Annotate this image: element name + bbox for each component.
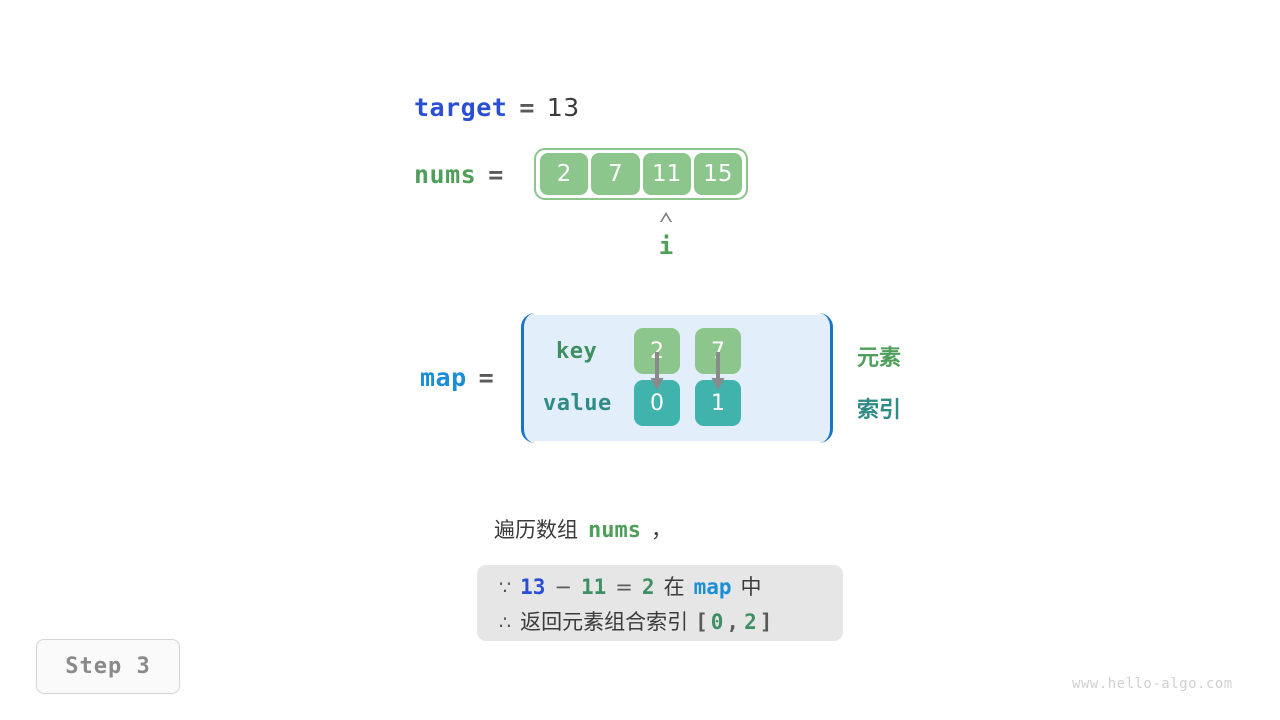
description-suffix: ， [650, 518, 672, 542]
nums-variable-name: nums [414, 160, 477, 189]
nums-cell-3: 15 [693, 153, 742, 195]
step-badge: Step 3 [36, 639, 180, 694]
explanation-box: ∵ 13 − 11 = 2 在 map 中 ∴ 返回元素组合索引 [ 0 , 2… [477, 565, 843, 641]
description-prefix: 遍历数组 [494, 518, 578, 542]
explain-result: 2 [641, 574, 655, 599]
nums-equals-sign: = [488, 160, 504, 189]
nums-array-container: 2 7 11 15 [534, 148, 748, 200]
target-variable-name: target [414, 93, 508, 122]
map-assignment: map = [420, 363, 494, 392]
explain-minus-sign: − [554, 574, 572, 599]
explain-map-name: map [693, 574, 732, 599]
explain-operand-a: 13 [520, 574, 546, 599]
explain-return-index-0: 0 [710, 609, 724, 634]
target-value: 13 [546, 93, 580, 122]
description-code: nums [588, 518, 641, 543]
nums-cell-1: 7 [591, 153, 640, 195]
target-equals-sign: = [519, 93, 535, 122]
target-assignment: target = 13 [414, 93, 580, 122]
map-side-label-index: 索引 [857, 398, 902, 423]
explain-return-text: 返回元素组合索引 [520, 609, 689, 634]
map-value-cell-1: 1 [695, 380, 741, 426]
nums-assignment: nums = [414, 160, 504, 189]
nums-cell-2: 11 [642, 153, 691, 195]
explain-bracket-close: ] [759, 609, 773, 634]
explain-comma: , [726, 609, 740, 634]
map-variable-name: map [420, 363, 467, 392]
explain-bracket-open: [ [695, 609, 708, 634]
explain-equals-sign: = [615, 574, 633, 599]
map-key-cell-1: 7 [695, 328, 741, 374]
map-equals-sign: = [478, 363, 495, 392]
explain-mid-text: 在 [663, 574, 685, 599]
map-key-cell-0: 2 [634, 328, 680, 374]
index-pointer-caret-icon [648, 208, 684, 227]
therefore-symbol: ∴ [499, 611, 512, 634]
map-side-label-element: 元素 [857, 346, 902, 371]
explanation-line-2: ∴ 返回元素组合索引 [ 0 , 2 ] [499, 606, 821, 636]
description-line: 遍历数组 nums ， [494, 514, 672, 544]
explain-return-index-1: 2 [744, 609, 757, 634]
caret-up-icon [660, 212, 672, 222]
explain-tail-text: 中 [740, 574, 762, 599]
map-key-row-label: key [556, 339, 598, 364]
watermark: www.hello-algo.com [1072, 676, 1233, 692]
explanation-line-1: ∵ 13 − 11 = 2 在 map 中 [499, 571, 821, 601]
because-symbol: ∵ [499, 576, 512, 599]
index-pointer-label: i [658, 232, 674, 260]
explain-operand-b: 11 [581, 574, 607, 599]
nums-cell-0: 2 [540, 153, 589, 195]
map-value-row-label: value [543, 391, 612, 416]
map-value-cell-0: 0 [634, 380, 680, 426]
